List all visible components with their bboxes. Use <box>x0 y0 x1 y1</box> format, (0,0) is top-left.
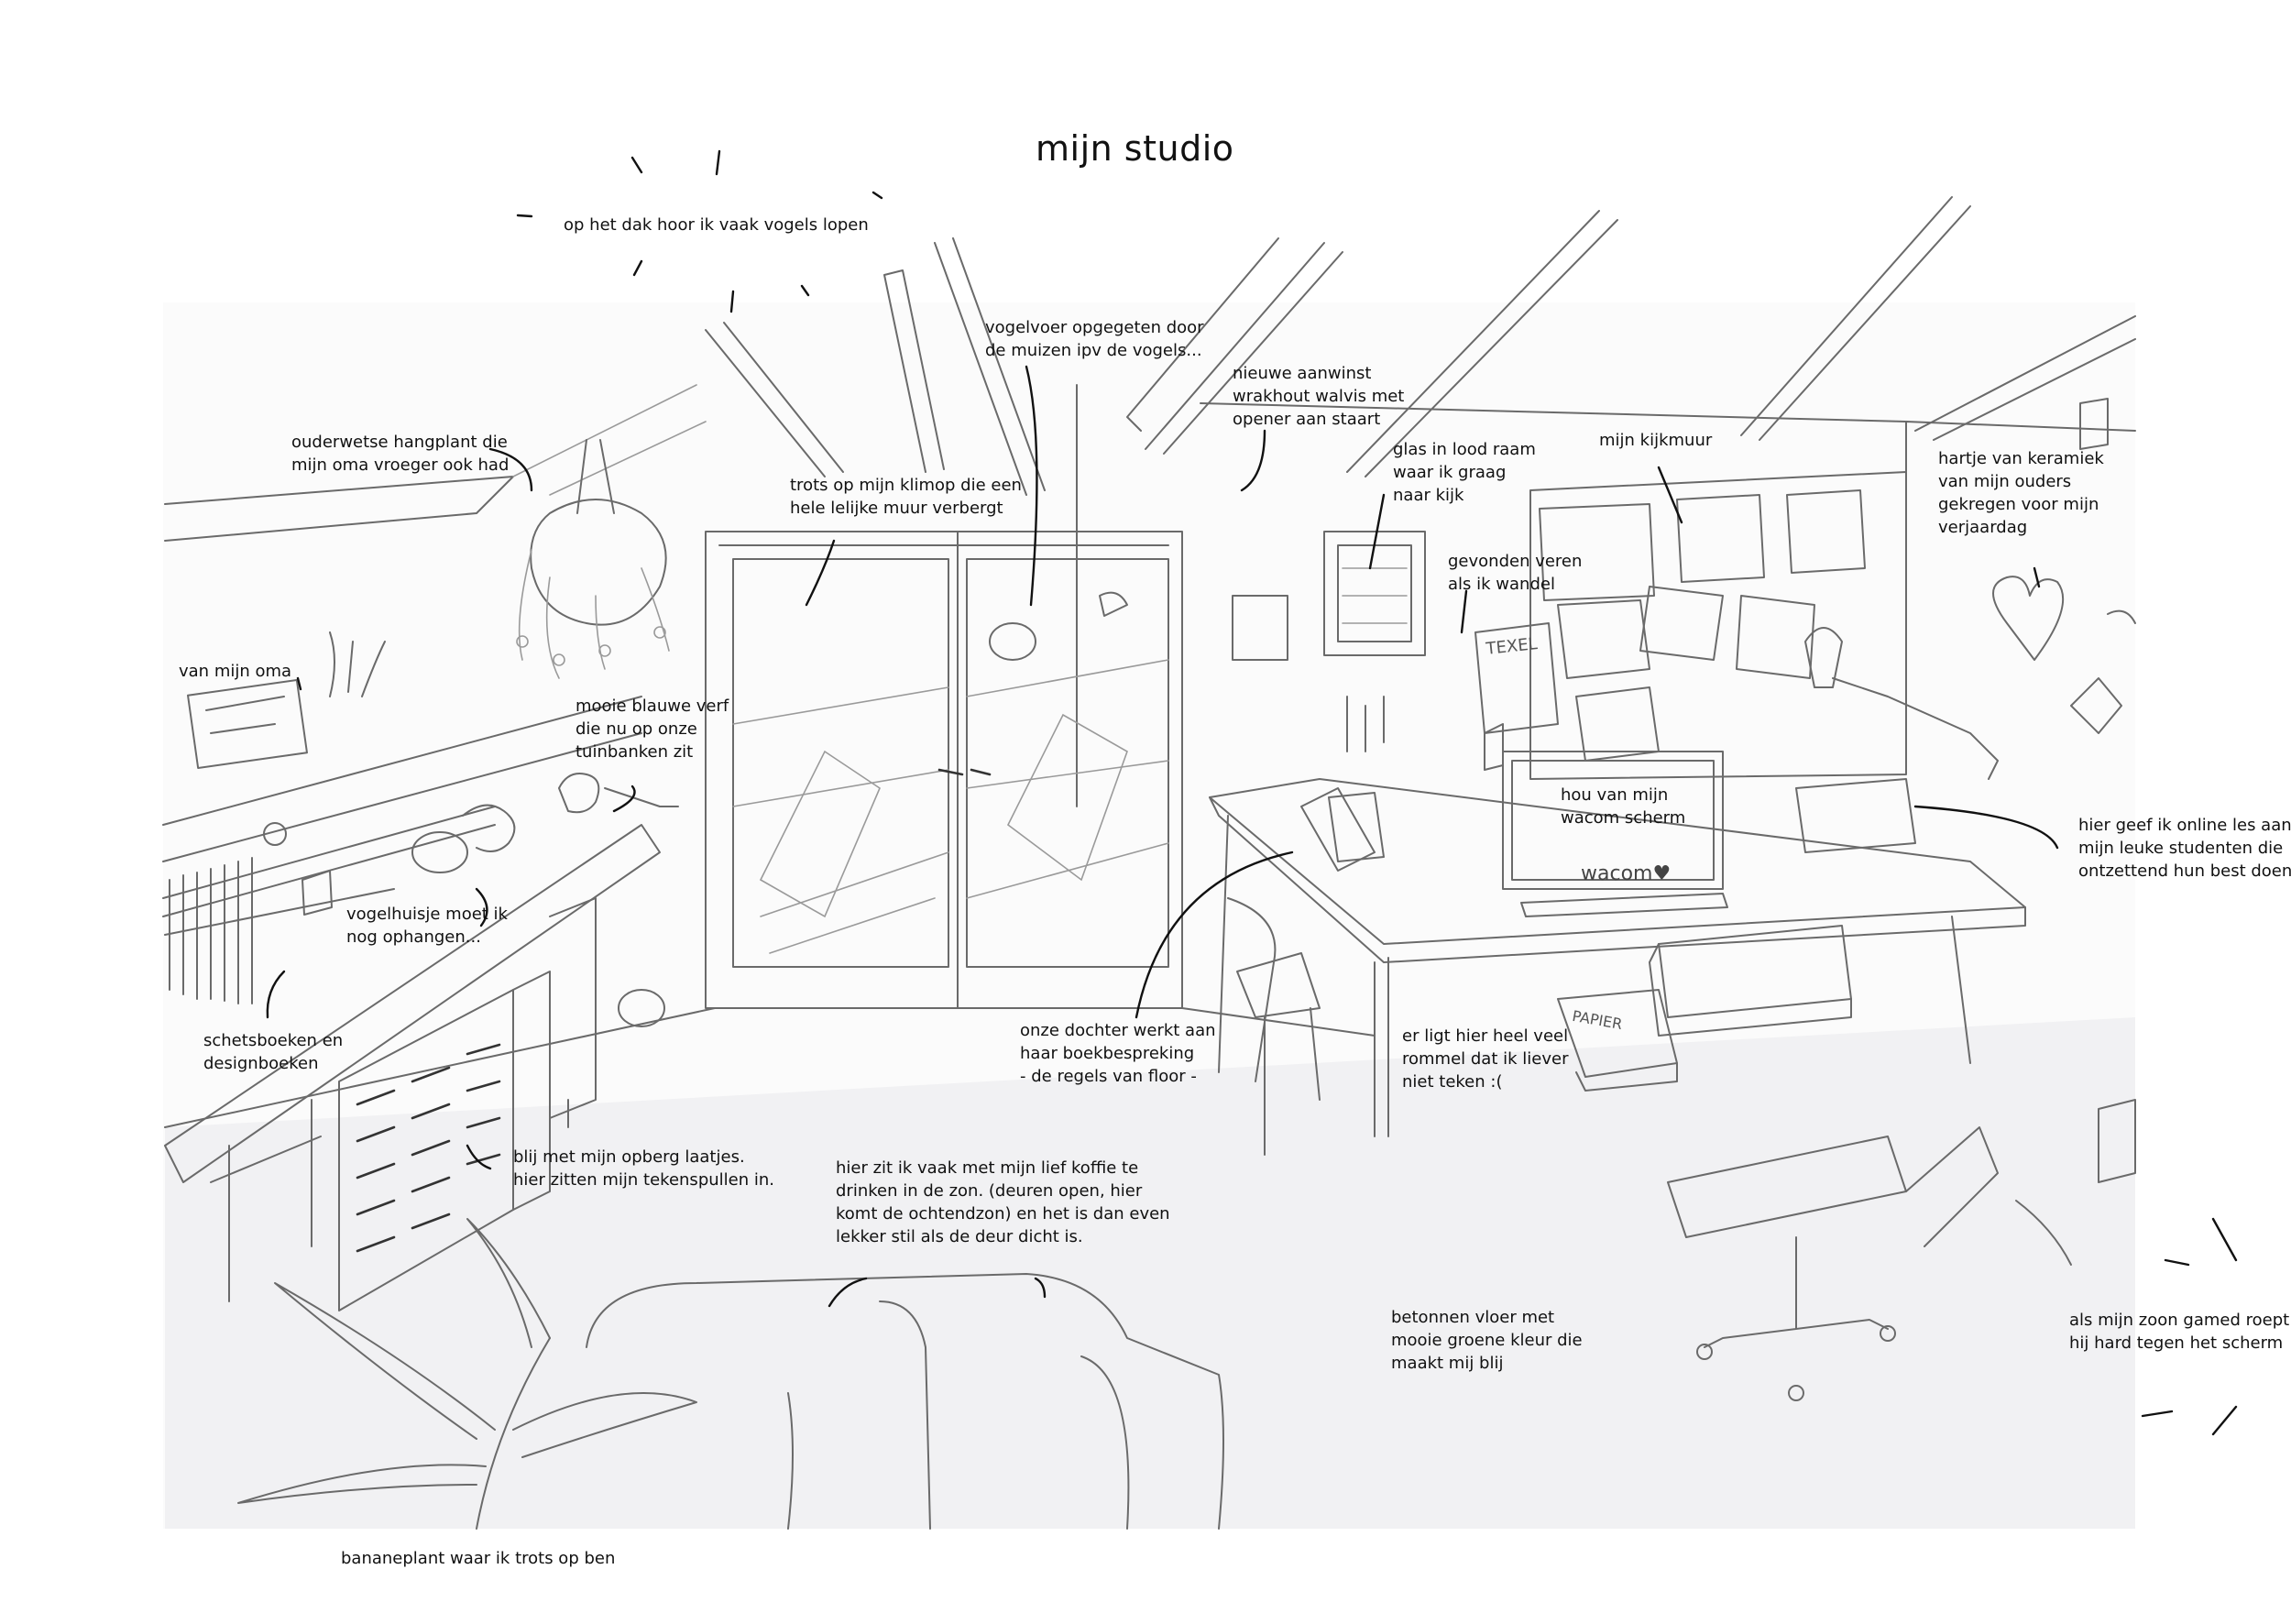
note-line: hou van mijn <box>1561 785 1669 805</box>
note-line: wacom scherm <box>1561 808 1686 828</box>
note-line: als mijn zoon gamed roept <box>2069 1311 2290 1330</box>
note-schetsboeken: schetsboeken en designboeken <box>203 1029 343 1075</box>
note-line: nog ophangen... <box>346 927 481 947</box>
note-klimop: trots op mijn klimop die een hele lelijk… <box>790 474 1022 520</box>
note-line: naar kijk <box>1393 486 1464 505</box>
bird-sound-marks <box>516 149 2238 1436</box>
note-verf: mooie blauwe verf die nu op onze tuinban… <box>575 695 729 763</box>
floor-lines <box>164 1007 2136 1266</box>
note-line: hier zitten mijn tekenspullen in. <box>513 1170 774 1190</box>
note-line: mijn oma vroeger ook had <box>291 455 510 475</box>
note-line: schetsboeken en <box>203 1031 344 1050</box>
note-line: wrakhout walvis met <box>1233 387 1405 406</box>
note-line: mooie groene kleur die <box>1391 1331 1583 1350</box>
note-laatjes: blij met mijn opberg laatjes. hier zitte… <box>513 1146 774 1191</box>
note-line: designboeken <box>203 1054 319 1073</box>
note-oma: van mijn oma <box>179 660 291 683</box>
note-hangplant: ouderwetse hangplant die mijn oma vroege… <box>291 431 509 477</box>
note-line: bananeplant waar ik trots op ben <box>341 1549 616 1568</box>
note-line: vogelvoer opgegeten door <box>985 318 1204 337</box>
note-line: mijn leuke studenten die <box>2078 839 2284 858</box>
note-kijkmuur: mijn kijkmuur <box>1599 429 1712 452</box>
note-line: betonnen vloer met <box>1391 1308 1555 1327</box>
note-glas: glas in lood raam waar ik graag naar kij… <box>1393 438 1536 507</box>
desk <box>1209 627 2026 1137</box>
chairs <box>1227 897 1999 1401</box>
note-line: die nu op onze <box>575 719 697 739</box>
note-line: tuinbanken zit <box>575 742 694 762</box>
note-line: op het dak hoor ik vaak vogels lopen <box>564 215 869 235</box>
note-line: gevonden veren <box>1448 552 1583 571</box>
note-koffie: hier zit ik vaak met mijn lief koffie te… <box>836 1157 1170 1248</box>
note-line: als ik wandel <box>1448 575 1555 594</box>
note-line: hartje van keramiek <box>1938 449 2104 468</box>
note-line: rommel dat ik liever <box>1402 1049 1569 1069</box>
leader-lines <box>266 365 2059 1308</box>
drawer-cabinet <box>164 824 665 1311</box>
note-line: glas in lood raam <box>1393 440 1536 459</box>
note-line: hij hard tegen het scherm <box>2069 1333 2284 1353</box>
left-shelves <box>162 631 679 1004</box>
note-dochter: onze dochter werkt aan haar boekbespreki… <box>1020 1019 1216 1088</box>
pin-board <box>1529 471 1907 780</box>
note-line: komt de ochtendzon) en het is dan even <box>836 1204 1170 1223</box>
hanging-plant-sketch <box>516 439 670 679</box>
note-line: van mijn ouders <box>1938 472 2072 491</box>
note-line: opener aan staart <box>1233 410 1381 429</box>
note-vloer: betonnen vloer met mooie groene kleur di… <box>1391 1306 1583 1375</box>
note-line: lekker stil als de deur dicht is. <box>836 1227 1083 1246</box>
note-line: hier geef ik online les aan <box>2078 816 2291 835</box>
wacom-logo-text: wacom♥ <box>1581 862 1671 885</box>
page-title: mijn studio <box>1036 128 1234 169</box>
note-vogelvoer: vogelvoer opgegeten door de muizen ipv d… <box>985 316 1204 362</box>
note-line: gekregen voor mijn <box>1938 495 2099 514</box>
note-line: ontzettend hun best doen! <box>2078 861 2291 881</box>
printer-and-box <box>1557 925 1852 1092</box>
note-zoon: als mijn zoon gamed roept hij hard tegen… <box>2069 1309 2289 1355</box>
banana-plant <box>237 1218 697 1530</box>
note-line: nieuwe aanwinst <box>1233 364 1372 383</box>
note-vogelhuisje: vogelhuisje moet ik nog ophangen... <box>346 903 508 949</box>
note-line: van mijn oma <box>179 662 292 681</box>
note-wacom: hou van mijn wacom scherm <box>1561 784 1685 829</box>
note-line: blij met mijn opberg laatjes. <box>513 1147 745 1167</box>
note-line: waar ik graag <box>1393 463 1507 482</box>
note-line: hele lelijke muur verbergt <box>790 499 1003 518</box>
note-line: de muizen ipv de vogels... <box>985 341 1202 360</box>
note-rommel: er ligt hier heel veel rommel dat ik lie… <box>1402 1025 1568 1093</box>
note-line: mooie blauwe verf <box>575 697 729 716</box>
note-line: niet teken :( <box>1402 1072 1503 1092</box>
note-hartje: hartje van keramiek van mijn ouders gekr… <box>1938 447 2104 539</box>
note-line: onze dochter werkt aan <box>1020 1021 1216 1040</box>
note-online: hier geef ik online les aan mijn leuke s… <box>2078 814 2291 883</box>
note-line: - de regels van floor - <box>1020 1067 1197 1086</box>
note-line: haar boekbespreking <box>1020 1044 1195 1063</box>
note-line: ouderwetse hangplant die <box>291 433 508 452</box>
heart-and-frame <box>1992 398 2136 734</box>
note-line: vogelhuisje moet ik <box>346 905 508 924</box>
note-bananeplant: bananeplant waar ik trots op ben <box>341 1547 615 1570</box>
floor-shade <box>165 1017 2135 1529</box>
note-line: trots op mijn klimop die een <box>790 476 1022 495</box>
note-line: mijn kijkmuur <box>1599 431 1713 450</box>
note-line: hier zit ik vaak met mijn lief koffie te <box>836 1158 1139 1178</box>
note-line: drinken in de zon. (deuren open, hier <box>836 1181 1143 1201</box>
note-line: verjaardag <box>1938 518 2028 537</box>
sofa <box>586 1273 1224 1530</box>
note-line: er ligt hier heel veel <box>1402 1026 1569 1046</box>
note-dak: op het dak hoor ik vaak vogels lopen <box>564 214 869 236</box>
note-walvis: nieuwe aanwinst wrakhout walvis met open… <box>1233 362 1404 431</box>
note-line: maakt mij blij <box>1391 1354 1504 1373</box>
note-veren: gevonden veren als ik wandel <box>1448 550 1582 596</box>
